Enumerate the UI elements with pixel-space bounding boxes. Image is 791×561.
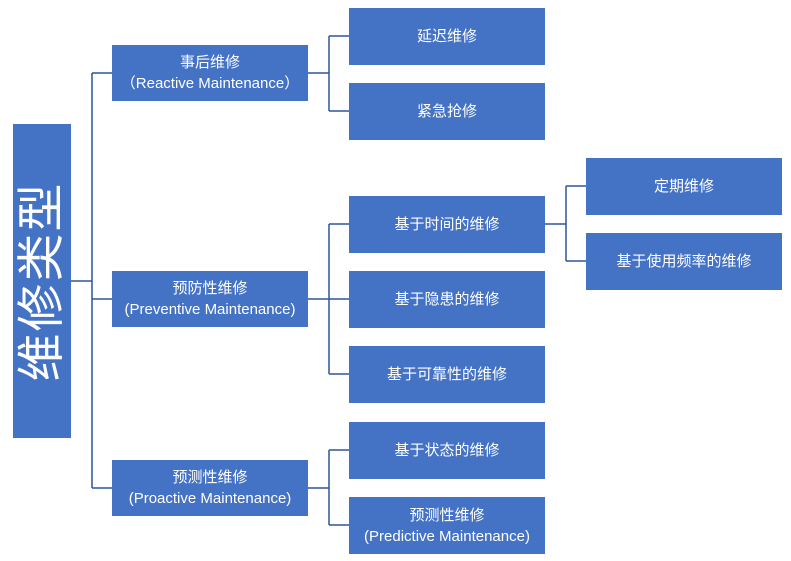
node-hazard-based-maintenance: 基于隐患的维修 (349, 271, 545, 328)
root-node: 维修类型 (13, 124, 71, 438)
node-label: 基于可靠性的维修 (386, 365, 507, 383)
node-periodic-maintenance: 定期维修 (586, 158, 782, 215)
node-label: 定期维修 (653, 177, 714, 195)
node-sublabel: (Proactive Maintenance) (128, 490, 292, 507)
node-preventive-maintenance: 预防性维修 (Preventive Maintenance) (112, 271, 308, 327)
node-usage-frequency-maintenance: 基于使用频率的维修 (586, 233, 782, 290)
node-time-based-maintenance: 基于时间的维修 (349, 196, 545, 253)
root-label: 维修类型 (13, 180, 70, 382)
node-label: 预测性维修 (172, 468, 248, 486)
node-predictive-maintenance: 预测性维修 (Predictive Maintenance) (349, 497, 545, 554)
node-label: 基于状态的维修 (394, 441, 500, 459)
node-label: 预防性维修 (172, 279, 248, 297)
node-delayed-maintenance: 延迟维修 (349, 8, 545, 65)
node-label: 事后维修 (179, 53, 240, 71)
node-reliability-based-maintenance: 基于可靠性的维修 (349, 346, 545, 403)
node-label: 基于时间的维修 (394, 215, 500, 233)
node-label: 预测性维修 (409, 505, 485, 524)
node-sublabel: （Reactive Maintenance） (120, 75, 300, 92)
node-reactive-maintenance: 事后维修 （Reactive Maintenance） (112, 45, 308, 101)
node-sublabel: (Predictive Maintenance) (364, 527, 530, 545)
node-emergency-repair: 紧急抢修 (349, 83, 545, 140)
node-label: 基于隐患的维修 (394, 290, 500, 308)
node-label: 延迟维修 (416, 27, 477, 45)
node-condition-based-maintenance: 基于状态的维修 (349, 422, 545, 479)
node-sublabel: (Preventive Maintenance) (124, 301, 296, 318)
node-label: 基于使用频率的维修 (616, 252, 752, 270)
node-proactive-maintenance: 预测性维修 (Proactive Maintenance) (112, 460, 308, 516)
node-label: 紧急抢修 (416, 102, 477, 120)
